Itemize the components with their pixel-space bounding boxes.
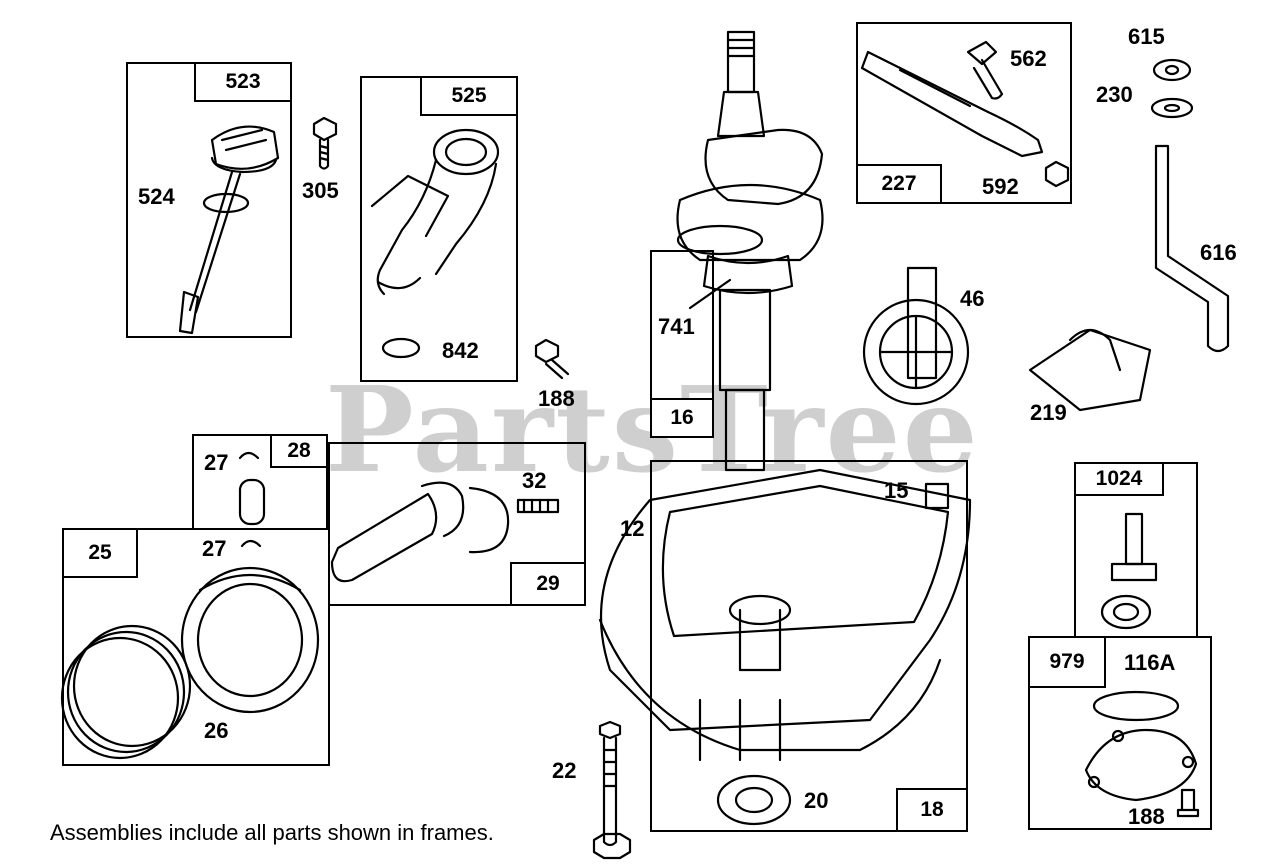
tag-227: 227 [856, 164, 942, 204]
label-32: 32 [522, 468, 547, 493]
seal-washer-drawing [1150, 58, 1194, 119]
small-parts-drawing [592, 482, 950, 860]
label-842: 842 [442, 338, 479, 363]
camshaft-drawing [862, 266, 970, 406]
leader-lines [688, 278, 732, 310]
label-46: 46 [960, 286, 985, 311]
dipstick-drawing [178, 125, 280, 335]
label-116a: 116A [1124, 650, 1176, 675]
connecting-rod-drawing [330, 481, 560, 583]
governor-drawing [1028, 328, 1152, 412]
lever-drawing [860, 40, 1070, 188]
tag-18: 18 [896, 788, 968, 832]
frame-18 [650, 460, 968, 832]
oil-tube-drawing [370, 128, 500, 359]
label-22: 22 [552, 758, 577, 783]
frame-227 [856, 22, 1072, 204]
tag-1024: 1024 [1074, 462, 1164, 496]
frame-979 [1028, 636, 1212, 830]
label-27-bottom: 27 [202, 536, 227, 561]
label-616: 616 [1200, 240, 1237, 265]
label-592: 592 [982, 174, 1019, 199]
tag-29: 29 [510, 562, 586, 606]
label-219: 219 [1030, 400, 1067, 425]
label-27-top: 27 [204, 450, 229, 475]
frame-525 [360, 76, 518, 382]
label-524: 524 [138, 184, 175, 209]
label-20: 20 [804, 788, 829, 813]
frame-29 [328, 442, 586, 606]
oil-pump-drawing [1100, 512, 1158, 630]
piston-drawing [60, 566, 320, 760]
pump-cover-drawing [1084, 690, 1200, 818]
piston-pin-drawing [238, 451, 266, 548]
label-562: 562 [1010, 46, 1047, 71]
tag-523: 523 [194, 62, 292, 102]
crankshaft-drawing [676, 30, 824, 472]
label-188-top: 188 [538, 386, 575, 411]
governor-shaft-drawing [1154, 144, 1230, 353]
tag-979: 979 [1028, 636, 1106, 688]
label-188-bottom: 188 [1128, 804, 1165, 829]
label-741: 741 [658, 314, 695, 339]
tag-16: 16 [650, 398, 714, 438]
frame-25 [62, 528, 330, 766]
tag-525: 525 [420, 76, 518, 116]
bolt-188-drawing [534, 338, 570, 380]
tag-28: 28 [270, 434, 328, 468]
label-615: 615 [1128, 24, 1165, 49]
label-12: 12 [620, 516, 645, 541]
label-230: 230 [1096, 82, 1133, 107]
tag-25: 25 [62, 528, 138, 578]
label-15: 15 [884, 478, 909, 503]
label-26: 26 [204, 718, 229, 743]
footnote: Assemblies include all parts shown in fr… [50, 820, 494, 845]
label-305: 305 [302, 178, 339, 203]
bolt-305-drawing [312, 116, 338, 170]
crankcase-drawing [598, 468, 972, 762]
